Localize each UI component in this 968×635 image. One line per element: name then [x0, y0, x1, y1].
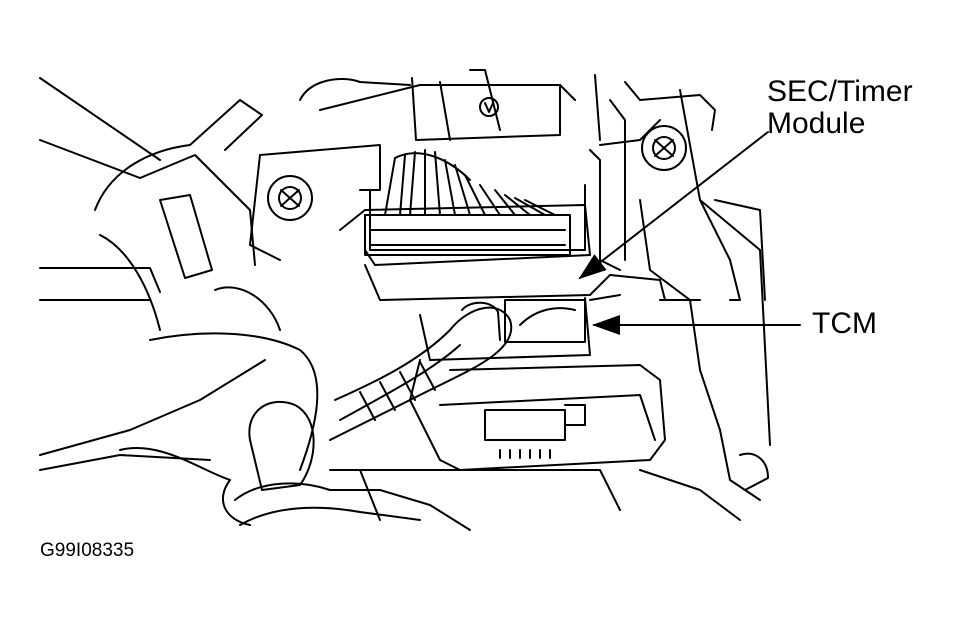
- sec-timer-leader-arrow: [578, 131, 769, 280]
- tcm-callout: TCM: [812, 307, 877, 340]
- sec-timer-callout-line2: Module: [767, 107, 866, 140]
- sec-timer-module-callout: SEC/Timer Module: [767, 76, 913, 140]
- right-side-panel: [639, 89, 771, 501]
- left-bolt: [267, 175, 313, 221]
- sec-timer-callout-line1: SEC/Timer: [767, 75, 913, 108]
- v-mark-icon: [479, 97, 499, 117]
- bottom-wiring: [234, 469, 741, 531]
- figure-id: G99I08335: [40, 540, 135, 561]
- tcm-wire-harness: [329, 301, 513, 441]
- dash-support-bracket: [299, 69, 716, 251]
- steering-column-linework: [39, 77, 319, 526]
- right-bolt: [641, 125, 687, 171]
- sec-timer-wire-harness: [369, 149, 566, 246]
- tcm-module: [409, 294, 666, 471]
- sec-timer-module: [249, 99, 666, 301]
